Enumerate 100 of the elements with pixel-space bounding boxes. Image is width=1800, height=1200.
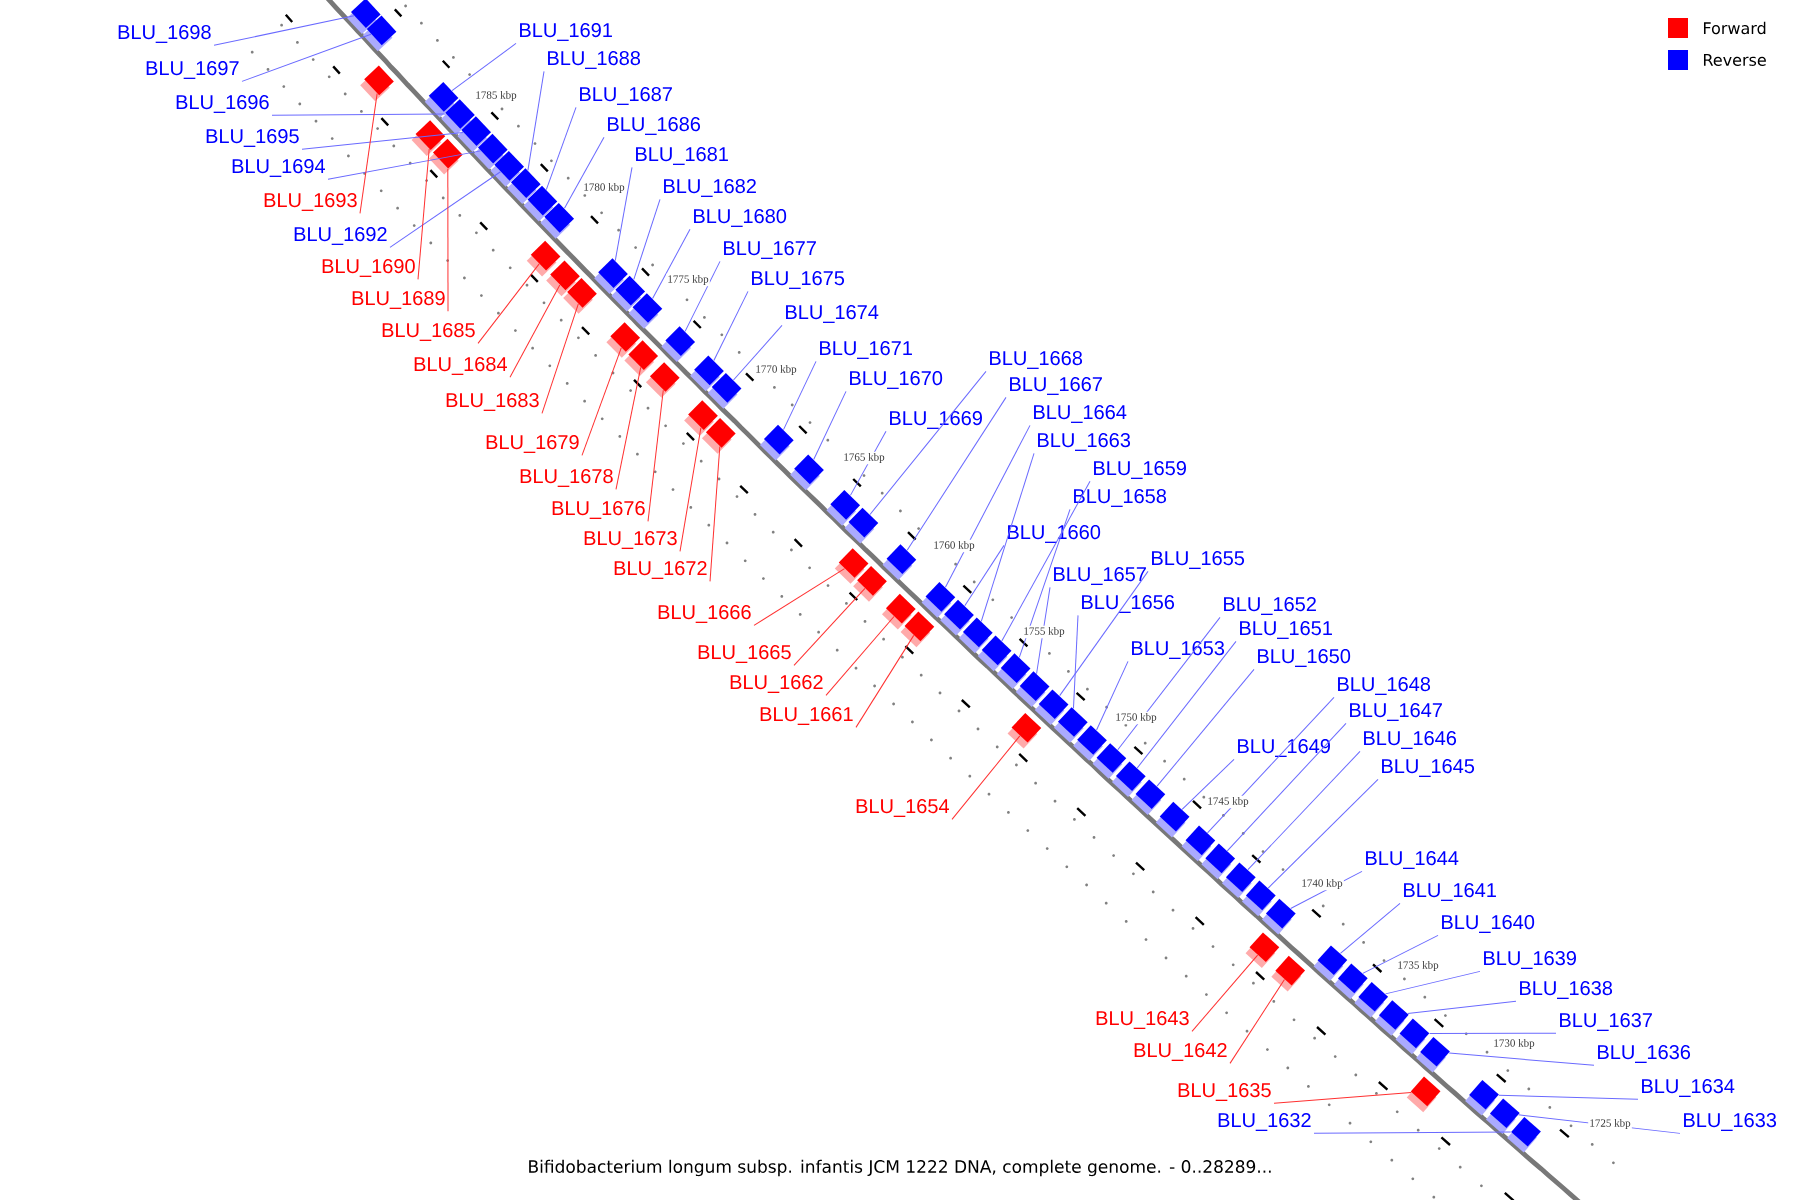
gene-label: BLU_1689	[352, 291, 445, 309]
leader-line	[1429, 1032, 1557, 1034]
gene-label: BLU_1644	[1366, 851, 1459, 869]
gene-label: BLU_1698	[118, 25, 211, 43]
leader-line	[213, 15, 355, 46]
gene-label: BLU_1681	[636, 147, 728, 165]
gene-block	[1374, 1000, 1409, 1036]
gene-label: BLU_1687	[580, 87, 672, 105]
leader-line	[684, 260, 721, 332]
leader-line	[951, 735, 1021, 820]
gene-block	[844, 507, 879, 544]
leader-line	[581, 347, 622, 456]
gene-block	[362, 15, 397, 52]
gene-label: BLU_1691	[520, 23, 612, 41]
leader-line	[906, 396, 1007, 551]
gene-label: BLU_1646	[1364, 731, 1457, 749]
leader-line	[713, 290, 749, 362]
leader-line	[1117, 616, 1221, 751]
leader-line	[1001, 480, 1091, 642]
gene-block	[1155, 801, 1190, 838]
gene-label: BLU_1661	[760, 707, 853, 725]
gene-label: BLU_1663	[1038, 433, 1131, 451]
legend-label: Reverse	[1704, 54, 1766, 66]
leader-line	[869, 370, 987, 515]
gene-label: BLU_1657	[1054, 567, 1146, 585]
leader-line	[633, 198, 661, 280]
leader-line	[1018, 508, 1071, 658]
leader-line	[964, 544, 1005, 607]
gene-label: BLU_1650	[1258, 649, 1351, 667]
gene-block	[1485, 1098, 1520, 1134]
leader-line	[1096, 660, 1129, 731]
leader-line	[417, 148, 430, 280]
leader-line	[1036, 586, 1051, 675]
leader-line	[1226, 722, 1347, 852]
gene-block	[429, 138, 463, 175]
leader-line	[849, 430, 887, 496]
leader-line	[271, 113, 447, 116]
gene-label: BLU_1667	[1010, 377, 1102, 395]
gene-label: BLU_1677	[724, 241, 816, 259]
gene-label: BLU_1649	[1238, 739, 1330, 757]
leader-line	[545, 106, 577, 191]
gene-label: BLU_1655	[1152, 551, 1245, 569]
gene-block	[701, 417, 736, 454]
gene-label: BLU_1692	[294, 227, 387, 245]
gene-label: BLU_1690	[322, 259, 415, 277]
leader-line	[709, 445, 721, 582]
leader-line	[1448, 1052, 1595, 1066]
leader-line	[241, 33, 372, 82]
gene-label: BLU_1668	[990, 351, 1083, 369]
gene-block	[624, 340, 659, 377]
gene-block	[1007, 712, 1042, 749]
leader-line	[1273, 1092, 1412, 1104]
gene-block	[1354, 982, 1389, 1018]
leader-line	[477, 263, 540, 344]
leader-line	[793, 587, 866, 666]
gene-label: BLU_1695	[206, 129, 299, 147]
gene-block	[1241, 880, 1276, 917]
gene-label: BLU_1665	[698, 645, 791, 663]
gene-block	[707, 372, 742, 409]
gene-label: BLU_1645	[1382, 759, 1475, 777]
gene-block	[900, 611, 935, 648]
leader-line	[1290, 870, 1363, 909]
leader-line	[1073, 614, 1079, 709]
gene-block	[1201, 843, 1236, 880]
leader-line	[647, 389, 664, 522]
gene-label: BLU_1696	[176, 95, 269, 113]
leader-line	[1229, 978, 1285, 1064]
leader-line	[1339, 902, 1401, 954]
gene-label: BLU_1659	[1094, 461, 1186, 479]
leader-line	[614, 166, 633, 262]
gene-block	[563, 277, 597, 314]
gene-label: BLU_1656	[1082, 595, 1175, 613]
gene-label: BLU_1653	[1132, 641, 1225, 659]
leader-line	[541, 303, 579, 414]
gene-label: BLU_1652	[1224, 597, 1316, 615]
gene-label: BLU_1648	[1338, 677, 1431, 695]
legend-label: Forward	[1704, 21, 1766, 35]
leader-line	[509, 284, 561, 378]
leader-line	[327, 150, 482, 180]
gene-label: BLU_1673	[584, 531, 677, 549]
gene-label: BLU_1666	[658, 605, 751, 623]
gene-block	[526, 240, 561, 277]
gene-label: BLU_1679	[486, 435, 579, 453]
gene-block	[1395, 1018, 1430, 1055]
gene-block	[1131, 779, 1166, 815]
gene-block	[645, 362, 680, 398]
gene-label: BLU_1662	[730, 675, 823, 693]
leader-line	[301, 132, 464, 150]
leader-line	[753, 568, 846, 626]
leader-line	[564, 136, 605, 209]
gene-label: BLU_1669	[890, 411, 982, 429]
gene-block	[882, 544, 917, 580]
leader-line	[359, 93, 378, 214]
gene-label: BLU_1688	[548, 51, 641, 69]
leader-line	[1247, 750, 1361, 871]
gene-label: BLU_1685	[382, 323, 475, 341]
gene-label: BLU_1693	[264, 193, 357, 211]
gene-label: BLU_1636	[1598, 1045, 1691, 1063]
gene-block	[1271, 955, 1306, 992]
leader-line	[1313, 1131, 1512, 1134]
